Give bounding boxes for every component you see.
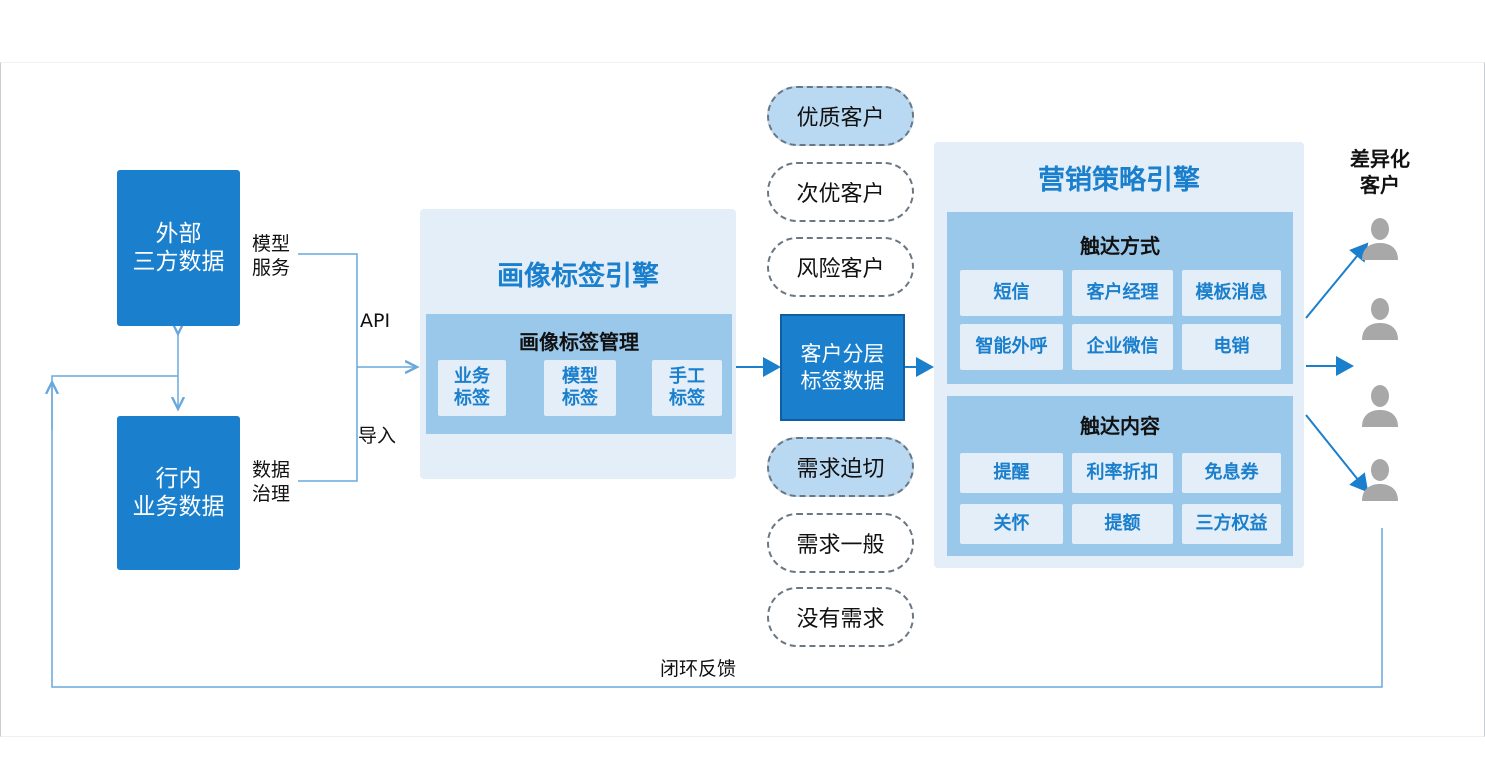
- content-interest-free-coupon: 免息券: [1182, 453, 1281, 493]
- internal-data-label: 行内 业务数据: [132, 466, 225, 520]
- segment-pill-risk: 风险客户: [767, 237, 914, 297]
- profile-engine-title: 画像标签引擎: [497, 261, 659, 292]
- contents-panel: 触达内容 提醒 利率折扣 免息券 关怀 提额 三方权益: [947, 396, 1293, 556]
- content-care: 关怀: [960, 504, 1063, 544]
- customer-segment-box: 客户分层 标签数据: [780, 314, 905, 421]
- channel-account-manager: 客户经理: [1072, 270, 1173, 316]
- external-data-box: 外部 三方数据: [117, 170, 240, 326]
- differentiated-customers-title: 差异化 客户: [1350, 147, 1410, 197]
- profile-management-title: 画像标签管理: [519, 330, 639, 354]
- channels-title: 触达方式: [1080, 234, 1160, 258]
- internal-data-box: 行内 业务数据: [117, 416, 240, 570]
- person-icon: [1362, 385, 1398, 427]
- channels-panel: 触达方式 短信 客户经理 模板消息 智能外呼 企业微信 电销: [947, 212, 1293, 384]
- profile-management-panel: 画像标签管理 业务 标签 模型 标签 手工 标签: [426, 314, 732, 434]
- feedback-label: 闭环反馈: [660, 658, 737, 680]
- channel-wecom: 企业微信: [1072, 324, 1173, 370]
- channel-sms: 短信: [960, 270, 1063, 316]
- person-icon: [1362, 459, 1398, 501]
- segment-pill-quality: 优质客户: [767, 86, 914, 146]
- model-service-label: 模型 服务: [252, 233, 291, 279]
- external-data-label: 外部 三方数据: [132, 221, 225, 275]
- to-customer-1-arrow: [1305, 242, 1369, 319]
- channel-telemarketing: 电销: [1182, 324, 1281, 370]
- channel-smart-call: 智能外呼: [960, 324, 1063, 370]
- marketing-engine-title: 营销策略引擎: [1038, 165, 1200, 196]
- channel-template-message: 模板消息: [1182, 270, 1281, 316]
- feedback-loop-line: [51, 375, 1383, 688]
- model-tag: 模型 标签: [544, 360, 616, 416]
- customer-segment-label: 客户分层 标签数据: [800, 341, 885, 393]
- content-rate-discount: 利率折扣: [1072, 453, 1173, 493]
- demand-pill-urgent: 需求迫切: [767, 437, 914, 497]
- demand-pill-normal: 需求一般: [767, 513, 914, 573]
- api-label: API: [360, 310, 391, 332]
- person-icon: [1362, 298, 1398, 340]
- contents-title: 触达内容: [1080, 414, 1160, 438]
- person-icon: [1362, 218, 1398, 260]
- demand-pill-none: 没有需求: [767, 587, 914, 647]
- manual-tag: 手工 标签: [652, 360, 722, 416]
- to-customer-3-arrow: [1305, 414, 1369, 493]
- content-third-party-benefits: 三方权益: [1182, 504, 1281, 544]
- content-reminder: 提醒: [960, 453, 1063, 493]
- data-governance-label: 数据 治理: [252, 459, 291, 505]
- source-bracket-line: [298, 253, 358, 482]
- business-tag: 业务 标签: [438, 360, 506, 416]
- segment-pill-secondary: 次优客户: [767, 162, 914, 222]
- content-credit-increase: 提额: [1072, 504, 1173, 544]
- import-label: 导入: [358, 425, 397, 447]
